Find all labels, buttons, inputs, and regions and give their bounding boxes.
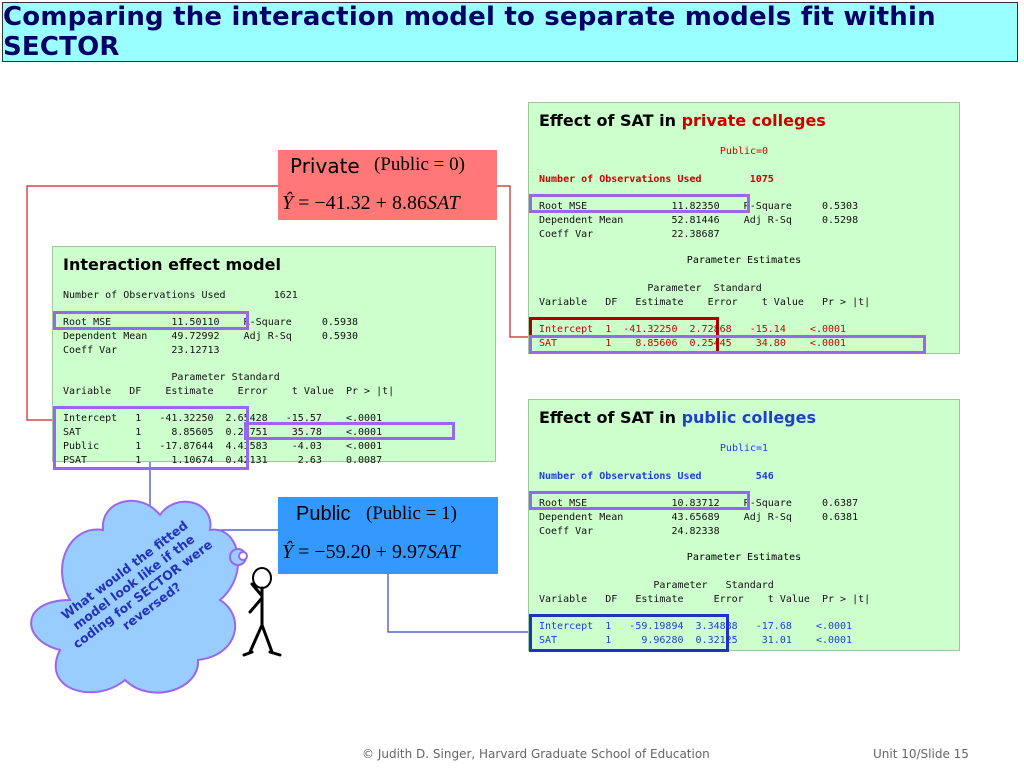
public-fit-dep-mean: Dependent Mean 43.65689 Adj R-Sq 0.6381 xyxy=(539,512,859,523)
interaction-row-sat: SAT 1 8.85605 0.24751 35.78 <.0001 xyxy=(63,427,383,438)
public-condition: (Public = 1) xyxy=(366,503,457,524)
interaction-row-psat: PSAT 1 1.10674 0.42131 2.63 0.0087 xyxy=(63,455,383,466)
private-connector-left xyxy=(26,185,278,421)
private-param-header-1: Parameter Standard xyxy=(539,283,762,294)
interaction-fit-dep-mean: Dependent Mean 49.72992 Adj R-Sq 0.5930 xyxy=(63,331,359,342)
interaction-row-intercept: Intercept 1 -41.32250 2.65428 -15.57 <.0… xyxy=(63,413,383,424)
interaction-fit-coeff-var: Coeff Var 23.12713 xyxy=(63,345,220,356)
public-connector-left xyxy=(149,462,278,531)
private-yhat: Ŷ xyxy=(282,192,294,214)
public-connector-right xyxy=(387,574,528,633)
public-equation-box: Public (Public = 1) Ŷ = −59.20 + 9.97SAT xyxy=(278,497,498,574)
slide-title: Comparing the interaction model to separ… xyxy=(3,2,936,62)
public-yhat: Ŷ xyxy=(282,541,294,563)
private-condition: (Public = 0) xyxy=(374,154,465,175)
private-equation-var: SAT xyxy=(426,192,460,214)
public-row-intercept: Intercept 1 -59.19894 3.34888 -17.68 <.0… xyxy=(539,621,853,632)
public-param-header-1: Parameter Standard xyxy=(539,580,774,591)
public-subset-label: Public=1 xyxy=(719,443,769,454)
private-fit-dep-mean: Dependent Mean 52.81446 Adj R-Sq 0.5298 xyxy=(539,215,859,226)
private-param-header-2: Variable DF Estimate Error t Value Pr > … xyxy=(539,297,871,308)
public-equation-rhs: = −59.20 + 9.97 xyxy=(293,541,427,563)
private-fit-coeff-var: Coeff Var 22.38687 xyxy=(539,229,720,240)
footer-credit: © Judith D. Singer, Harvard Graduate Sch… xyxy=(362,747,710,761)
private-connector-right xyxy=(497,185,528,338)
public-param-title: Parameter Estimates xyxy=(686,552,802,563)
private-fit-root-mse: Root MSE 11.82350 R-Square 0.5303 xyxy=(539,201,859,212)
public-fit-coeff-var: Coeff Var 24.82338 xyxy=(539,526,720,537)
private-row-intercept: Intercept 1 -41.32250 2.72868 -15.14 <.0… xyxy=(539,324,847,335)
public-colleges-panel: Effect of SAT in public colleges Public=… xyxy=(528,399,960,651)
private-colleges-panel: Effect of SAT in private colleges Public… xyxy=(528,102,960,354)
interaction-row-public: Public 1 -17.87644 4.43583 -4.03 <.0001 xyxy=(63,441,383,452)
private-nobs: Number of Observations Used 1075 xyxy=(539,174,774,185)
public-panel-title-prefix: Effect of SAT in xyxy=(539,408,682,427)
private-label: Private xyxy=(290,154,360,178)
private-subset-label: Public=0 xyxy=(719,146,769,157)
slide-title-bar: Comparing the interaction model to separ… xyxy=(2,2,1018,62)
public-param-header-2: Variable DF Estimate Error t Value Pr > … xyxy=(539,594,871,605)
private-equation-rhs: = −41.32 + 8.86 xyxy=(293,192,427,214)
public-fit-root-mse: Root MSE 10.83712 R-Square 0.6387 xyxy=(539,498,859,509)
private-panel-title: Effect of SAT in private colleges xyxy=(539,111,826,130)
private-panel-title-prefix: Effect of SAT in xyxy=(539,111,682,130)
private-equation: Ŷ = −41.32 + 8.86SAT xyxy=(282,192,460,215)
interaction-fit-root-mse: Root MSE 11.50110 R-Square 0.5938 xyxy=(63,317,359,328)
interaction-param-header-2: Variable DF Estimate Error t Value Pr > … xyxy=(63,386,395,397)
public-panel-title-accent: public colleges xyxy=(681,408,817,427)
public-panel-title: Effect of SAT in public colleges xyxy=(539,408,816,427)
public-equation: Ŷ = −59.20 + 9.97SAT xyxy=(282,541,460,564)
private-param-title: Parameter Estimates xyxy=(686,255,802,266)
public-label: Public xyxy=(296,503,351,525)
interaction-param-header-1: Parameter Standard xyxy=(63,372,280,383)
public-equation-var: SAT xyxy=(426,541,460,563)
private-row-sat: SAT 1 8.85606 0.25445 34.80 <.0001 xyxy=(539,338,847,349)
public-row-sat: SAT 1 9.96280 0.32125 31.01 <.0001 xyxy=(539,635,853,646)
public-nobs: Number of Observations Used 546 xyxy=(539,471,774,482)
private-panel-title-accent: private colleges xyxy=(681,111,826,130)
interaction-model-panel: Interaction effect model Number of Obser… xyxy=(52,246,496,466)
interaction-panel-title: Interaction effect model xyxy=(63,255,281,274)
footer-slide-number: Unit 10/Slide 15 xyxy=(873,747,969,761)
private-equation-box: Private (Public = 0) Ŷ = −41.32 + 8.86SA… xyxy=(278,150,497,220)
interaction-nobs: Number of Observations Used 1621 xyxy=(63,290,298,301)
